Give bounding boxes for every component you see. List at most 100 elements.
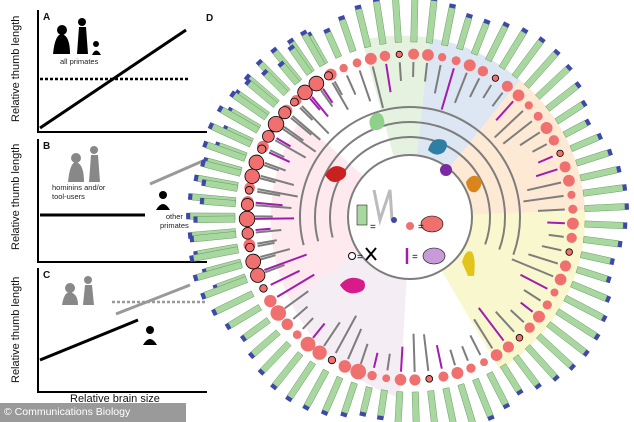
panel-a-plot: A xyxy=(37,10,207,133)
brain-dot xyxy=(438,53,447,62)
thumb-bar xyxy=(299,29,326,68)
brain-dot xyxy=(350,363,367,380)
brain-dot xyxy=(524,322,535,333)
hand-bones-icon xyxy=(372,189,394,226)
tree-branch xyxy=(270,269,301,286)
brain-dot xyxy=(491,74,500,82)
brain-dot xyxy=(566,217,579,230)
tree-branch xyxy=(511,258,554,278)
brain-dot xyxy=(409,374,421,386)
center-legend xyxy=(348,189,446,265)
brain-dot xyxy=(556,149,564,157)
thumb-bar xyxy=(244,78,278,108)
tree-branch xyxy=(453,72,468,104)
brain-dot xyxy=(550,288,559,297)
thumb-bar xyxy=(457,383,477,422)
panel-b-plot: B xyxy=(37,139,207,263)
primate-silhouettes-c xyxy=(62,276,94,305)
tree-branches xyxy=(254,62,565,372)
tree-branch xyxy=(435,344,443,369)
brain-dot xyxy=(245,242,255,253)
thumb-bar xyxy=(394,391,404,422)
brain-dot xyxy=(244,168,260,184)
brain-dot xyxy=(367,370,377,381)
brain-dot xyxy=(270,305,287,321)
brain-dots xyxy=(238,48,579,386)
thumb-bar xyxy=(193,215,236,223)
lemur-silhouette-c xyxy=(143,326,157,345)
tree-branch xyxy=(477,307,505,342)
thumb-bar xyxy=(536,333,577,371)
legend-eq-2: = xyxy=(418,222,424,233)
brain-dot xyxy=(339,63,348,73)
tree-branch xyxy=(255,201,283,207)
thumb-bar xyxy=(247,329,281,360)
brain-dot xyxy=(312,345,327,360)
thumb-bar xyxy=(485,21,510,63)
tree-arc xyxy=(299,106,521,256)
thumb-bar xyxy=(277,60,300,86)
thumb-bar xyxy=(192,261,243,282)
tree-branch xyxy=(424,62,429,82)
tree-branch xyxy=(333,81,343,96)
thumb-bar xyxy=(320,375,344,416)
thumb-bar xyxy=(302,368,330,411)
tree-branch xyxy=(322,88,334,104)
thumb-bar xyxy=(211,290,255,317)
brain-dot xyxy=(297,84,313,101)
brain-dot xyxy=(548,135,560,146)
brain-dot xyxy=(240,198,255,212)
thumb-bar xyxy=(524,344,560,382)
tree-branch xyxy=(260,174,295,186)
brain-dot xyxy=(532,310,545,323)
brain-dot xyxy=(501,80,513,92)
brain-dot xyxy=(244,186,254,195)
tree-branch xyxy=(259,177,276,184)
tree-branch xyxy=(290,117,312,136)
tree-branch xyxy=(268,151,291,163)
tree-branch xyxy=(284,290,309,310)
tree-branch xyxy=(412,333,416,372)
tree-branch xyxy=(469,77,481,98)
brain-dot xyxy=(490,349,503,361)
primate-silhouettes-a xyxy=(53,18,101,55)
thumb-bar xyxy=(376,389,388,421)
tree-branch xyxy=(469,334,482,356)
tree-branch xyxy=(301,105,330,135)
thumb-bar xyxy=(563,294,608,323)
brain-dot xyxy=(563,174,575,187)
brain-dot xyxy=(382,374,391,383)
tree-branch xyxy=(323,321,341,347)
brain-dot xyxy=(290,97,299,107)
thumb-bar xyxy=(511,36,546,79)
tree-branch xyxy=(548,233,564,238)
legend-bar-swatch xyxy=(356,204,368,226)
tree-branch xyxy=(495,310,515,333)
thumb-bar xyxy=(229,90,269,121)
brain-dot xyxy=(267,115,285,133)
thumb-bar xyxy=(562,118,592,138)
tree-branch xyxy=(269,149,285,158)
thumb-bar xyxy=(411,391,420,422)
tree-branch xyxy=(532,143,548,153)
thumb-bar xyxy=(582,236,623,248)
tree-branch xyxy=(264,264,285,274)
brain-dot xyxy=(515,334,524,342)
tree-branch xyxy=(537,208,565,212)
brain-dot xyxy=(241,227,255,240)
primate-silhouettes-b xyxy=(68,146,100,182)
panel-c-plot: C xyxy=(37,268,207,393)
brain-dot xyxy=(566,232,577,244)
thumb-bar xyxy=(575,148,613,167)
tree-branch xyxy=(482,84,493,99)
tree-branch xyxy=(510,309,525,323)
brain-dot xyxy=(395,50,403,58)
brain-dot xyxy=(264,294,277,308)
thumb-bar xyxy=(200,276,248,300)
thumb-bar xyxy=(554,99,588,125)
tree-branch xyxy=(255,204,292,209)
tree-branch xyxy=(276,273,315,298)
tree-branch xyxy=(334,315,357,354)
thumb-bar xyxy=(498,27,529,70)
brain-dot xyxy=(250,267,266,283)
